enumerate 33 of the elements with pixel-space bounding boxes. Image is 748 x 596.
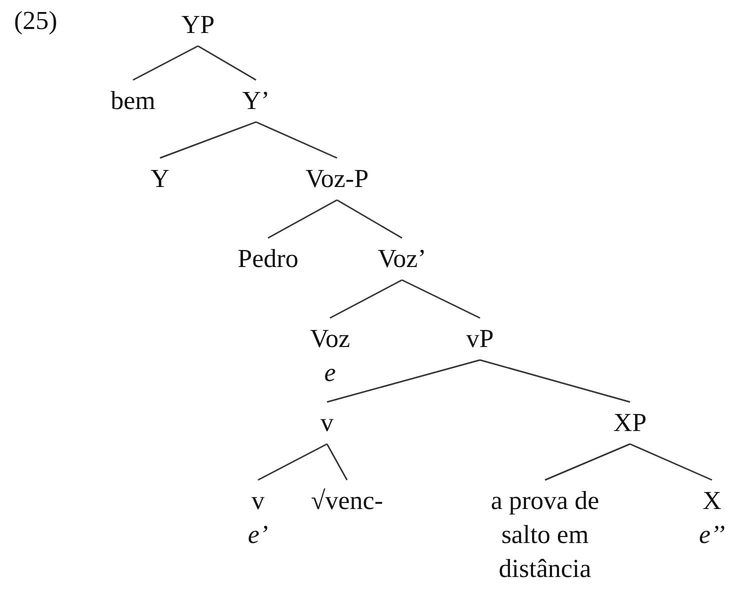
branch-line xyxy=(480,359,630,403)
category-label: X xyxy=(702,485,722,517)
category-label: Voz xyxy=(310,323,350,355)
category-label: bem xyxy=(110,85,156,117)
trace-label: e’ xyxy=(248,519,268,551)
category-label: Voz-P xyxy=(305,163,369,195)
phrase-label: a prova de salto em distância xyxy=(490,485,600,585)
category-label: Y’ xyxy=(242,85,270,117)
trace-label: e’’ xyxy=(699,519,725,551)
category-label: √venc- xyxy=(310,485,383,517)
branch-line xyxy=(198,45,256,81)
branch-line xyxy=(402,279,480,319)
branch-line xyxy=(268,199,338,239)
branch-line xyxy=(630,443,712,481)
branch-line xyxy=(132,45,198,81)
branch-line xyxy=(336,199,402,239)
branch-line xyxy=(160,121,256,159)
trace-label: e xyxy=(323,357,337,389)
branch-line xyxy=(326,444,348,480)
category-label: XP xyxy=(613,407,647,439)
category-label: vP xyxy=(466,323,494,355)
branch-line xyxy=(326,359,480,403)
category-label: v xyxy=(250,485,266,517)
category-label: v xyxy=(320,407,334,439)
branch-line xyxy=(544,443,630,481)
branch-line xyxy=(256,121,338,159)
example-number: (25) xyxy=(14,5,58,37)
category-label: Y xyxy=(150,163,170,195)
category-label: Pedro xyxy=(238,243,298,275)
category-label: YP xyxy=(181,9,215,41)
branch-line xyxy=(330,279,402,319)
category-label: Voz’ xyxy=(378,243,426,275)
branch-line xyxy=(258,443,328,481)
